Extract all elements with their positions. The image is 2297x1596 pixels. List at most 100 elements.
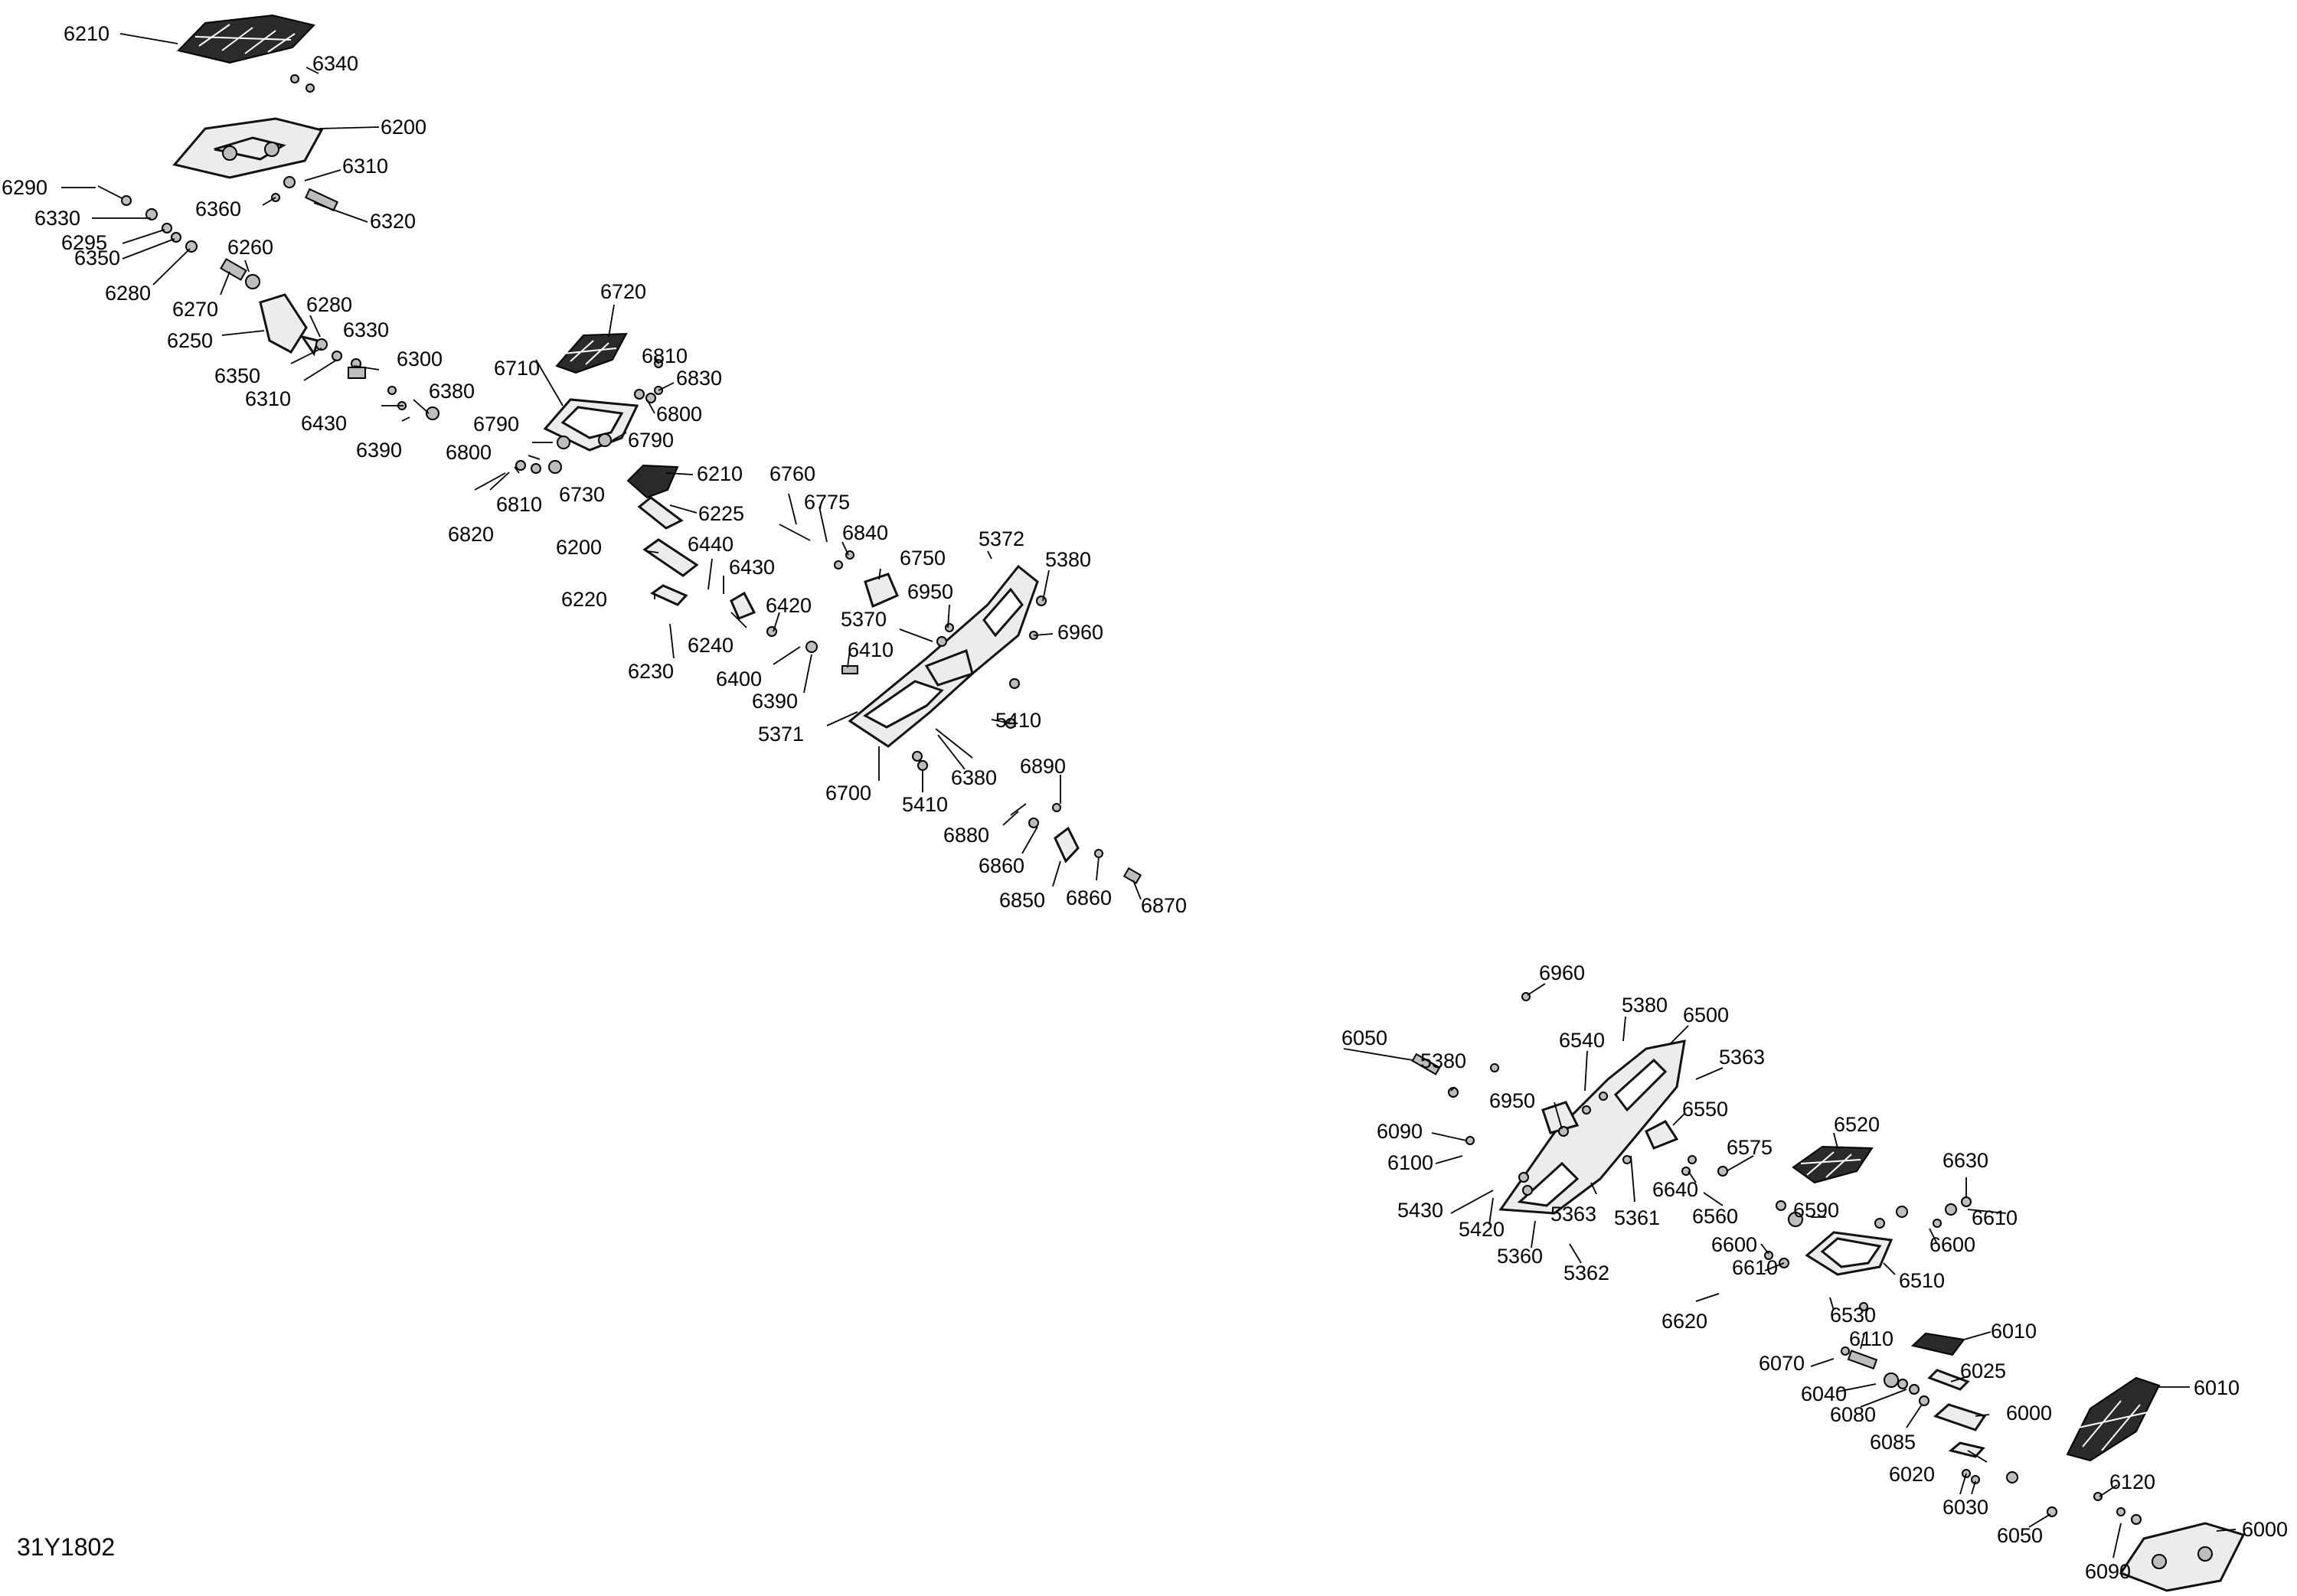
callout-label: 6050 — [1997, 1524, 2043, 1547]
callout-label: 6360 — [195, 197, 241, 220]
leader-lines — [61, 33, 2237, 1558]
drawing-reference-number: 31Y1802 — [17, 1533, 116, 1561]
callout-label: 6530 — [1830, 1304, 1876, 1327]
callout-label: 6510 — [1899, 1269, 1945, 1292]
callout-label: 6350 — [214, 364, 260, 387]
callout-label: 5420 — [1459, 1218, 1505, 1241]
part-clamp-6550 — [1645, 1120, 1679, 1150]
part-footrest-base-bottom — [2119, 1522, 2246, 1592]
callout-label: 6950 — [907, 580, 953, 603]
callout-label: 6100 — [1387, 1151, 1433, 1174]
callout-label: 5363 — [1719, 1046, 1765, 1069]
callout-label: 6820 — [448, 523, 494, 546]
callout-label: 6080 — [1830, 1403, 1876, 1426]
callout-label: 6090 — [1377, 1120, 1423, 1143]
callout-label: 5410 — [902, 793, 948, 816]
part-footrest-frame-lower — [1805, 1231, 1893, 1276]
callout-label: 6300 — [397, 348, 443, 370]
part-main-frame-lower — [1498, 1040, 1686, 1215]
callout-label: 6590 — [1793, 1199, 1839, 1222]
callout-label: 6250 — [167, 329, 213, 352]
callout-label: 6540 — [1559, 1029, 1605, 1052]
callout-label: 6310 — [245, 387, 291, 410]
callout-label: 6710 — [494, 357, 540, 380]
callout-label: 6790 — [473, 413, 519, 436]
callout-label: 6600 — [1929, 1233, 1975, 1256]
callout-label: 6330 — [34, 207, 80, 230]
callout-label: 6810 — [642, 344, 688, 367]
callout-label: 6090 — [2085, 1560, 2131, 1583]
callout-label: 6380 — [951, 766, 997, 789]
callout-label: 6085 — [1870, 1431, 1916, 1454]
callout-label: 6390 — [752, 690, 798, 713]
part-bracket-6850 — [1054, 826, 1080, 863]
part-footrest-grid-top — [177, 14, 315, 64]
callout-label: 6760 — [769, 462, 815, 485]
callout-label: 6600 — [1711, 1233, 1757, 1256]
callout-label: 6220 — [561, 588, 607, 611]
callout-label: 6520 — [1834, 1113, 1880, 1136]
callout-label: 6430 — [301, 412, 347, 435]
part-step-plate-small — [637, 496, 684, 530]
callout-label: 6390 — [356, 439, 402, 462]
callout-label: 6750 — [900, 547, 946, 570]
callout-label: 5360 — [1497, 1245, 1543, 1268]
part-footrest-frame-mid — [543, 398, 639, 452]
callout-label: 6000 — [2242, 1518, 2288, 1541]
callout-label: 6230 — [628, 660, 674, 683]
callout-label: 6950 — [1489, 1089, 1535, 1112]
callout-label: 6860 — [1066, 886, 1112, 909]
callout-label: 5380 — [1420, 1049, 1466, 1072]
callout-label: 6020 — [1889, 1463, 1935, 1486]
callout-label: 6310 — [342, 155, 388, 178]
callout-label: 6430 — [729, 556, 775, 579]
callout-label: 6420 — [766, 594, 812, 617]
callout-label: 6890 — [1020, 755, 1066, 778]
callout-label: 5362 — [1563, 1261, 1609, 1284]
callout-label: 6210 — [64, 22, 109, 45]
callout-label: 6000 — [2006, 1402, 2052, 1425]
callout-label: 6380 — [429, 380, 475, 403]
part-footrest-base-top — [172, 117, 324, 179]
part-step-plate-lower — [1927, 1369, 1970, 1391]
callout-label: 6290 — [2, 176, 47, 199]
callout-label: 6610 — [1972, 1206, 2018, 1229]
part-step-grid-lower — [1910, 1332, 1965, 1356]
callout-label: 6070 — [1759, 1352, 1805, 1375]
callout-label: 6010 — [2194, 1376, 2240, 1399]
callout-label: 5363 — [1550, 1203, 1596, 1226]
part-footrest-grid-bottom — [2066, 1376, 2161, 1462]
callout-label: 5371 — [758, 723, 804, 746]
callout-labels: 6210 6340 6200 6290 6310 6330 6360 6320 … — [2, 22, 2288, 1583]
part-step-grid-small — [626, 464, 679, 499]
callout-label: 6280 — [306, 293, 352, 316]
callout-label: 6280 — [105, 282, 151, 305]
callout-label: 5372 — [979, 527, 1024, 550]
callout-label: 6320 — [370, 210, 416, 233]
callout-label: 6800 — [656, 403, 702, 426]
callout-label: 6960 — [1057, 621, 1103, 644]
callout-label: 6010 — [1991, 1320, 2037, 1343]
callout-label: 6295 — [61, 231, 107, 254]
callout-label: 6260 — [227, 236, 273, 259]
callout-label: 6340 — [312, 52, 358, 75]
callout-label: 6500 — [1683, 1004, 1729, 1026]
part-main-frame-upper — [848, 564, 1039, 748]
part-footrest-grid-lower — [1792, 1145, 1874, 1184]
callout-label: 6350 — [74, 246, 120, 269]
callout-label: 5430 — [1397, 1199, 1443, 1222]
callout-label: 6850 — [999, 889, 1045, 912]
part-footrest-grid-mid — [555, 332, 628, 374]
callout-label: 6440 — [688, 533, 734, 556]
callout-label: 6400 — [716, 667, 762, 690]
callout-label: 6560 — [1692, 1205, 1738, 1228]
callout-label: 5380 — [1045, 548, 1091, 571]
callout-label: 6050 — [1341, 1026, 1387, 1049]
callout-label: 6640 — [1652, 1178, 1698, 1201]
callout-label: 6330 — [343, 318, 389, 341]
callout-label: 6240 — [688, 634, 734, 657]
part-bracket-6750 — [864, 573, 899, 609]
hardware-items — [97, 74, 2142, 1525]
callout-label: 6720 — [600, 280, 646, 303]
